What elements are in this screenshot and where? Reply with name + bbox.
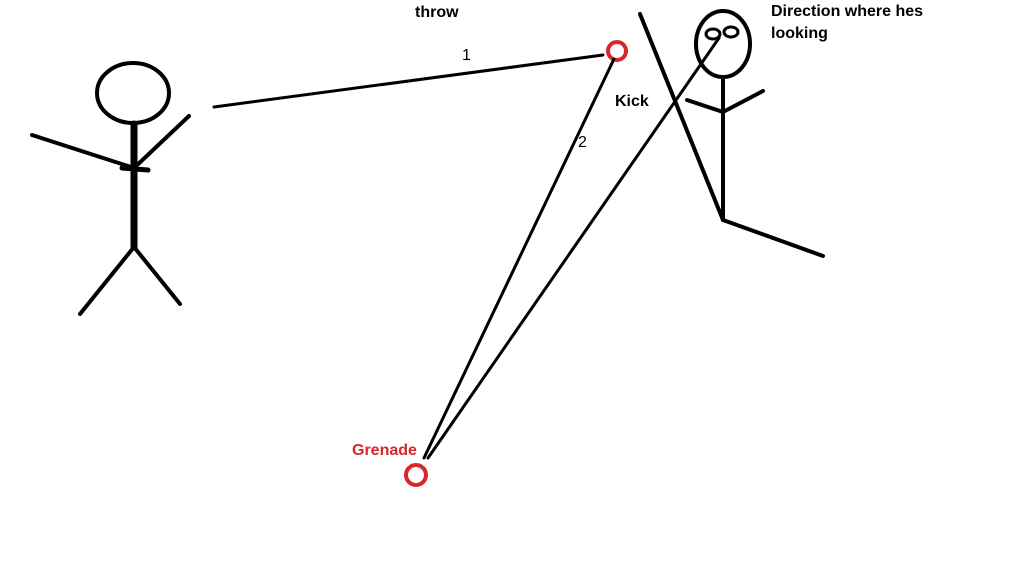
thrower-arm-left [30, 133, 136, 170]
thrower-head [95, 61, 171, 125]
thrower-arm-right [132, 114, 191, 170]
grenade-label: Grenade [352, 442, 417, 459]
path-1-label: 1 [462, 47, 471, 64]
kicker-leg-stand [721, 218, 825, 258]
kicker-arm-right [721, 89, 765, 114]
thrower-leg-left [78, 245, 136, 316]
thrower-leg-right [132, 245, 182, 306]
thrower-figure [30, 61, 191, 316]
throw-label: throw [415, 4, 459, 21]
direction-label-line2: looking [771, 25, 828, 42]
kicker-arm-left [685, 98, 725, 114]
kick-label: Kick [615, 93, 649, 110]
line-of-sight [426, 36, 721, 460]
kicker-leg-kick [638, 12, 725, 222]
grenade-marker-top [606, 40, 628, 62]
throw-path-1 [212, 53, 605, 109]
kicker-head [694, 9, 752, 79]
kicker-eye-right [722, 25, 740, 39]
kick-path-2 [422, 57, 616, 460]
path-2-label: 2 [578, 134, 587, 151]
thrower-hand-mark [119, 165, 151, 173]
direction-label-line1: Direction where hes [771, 3, 924, 20]
grenade-marker-bottom [404, 463, 428, 487]
kicker-eye-left [704, 27, 722, 41]
kicker-figure [638, 9, 825, 258]
